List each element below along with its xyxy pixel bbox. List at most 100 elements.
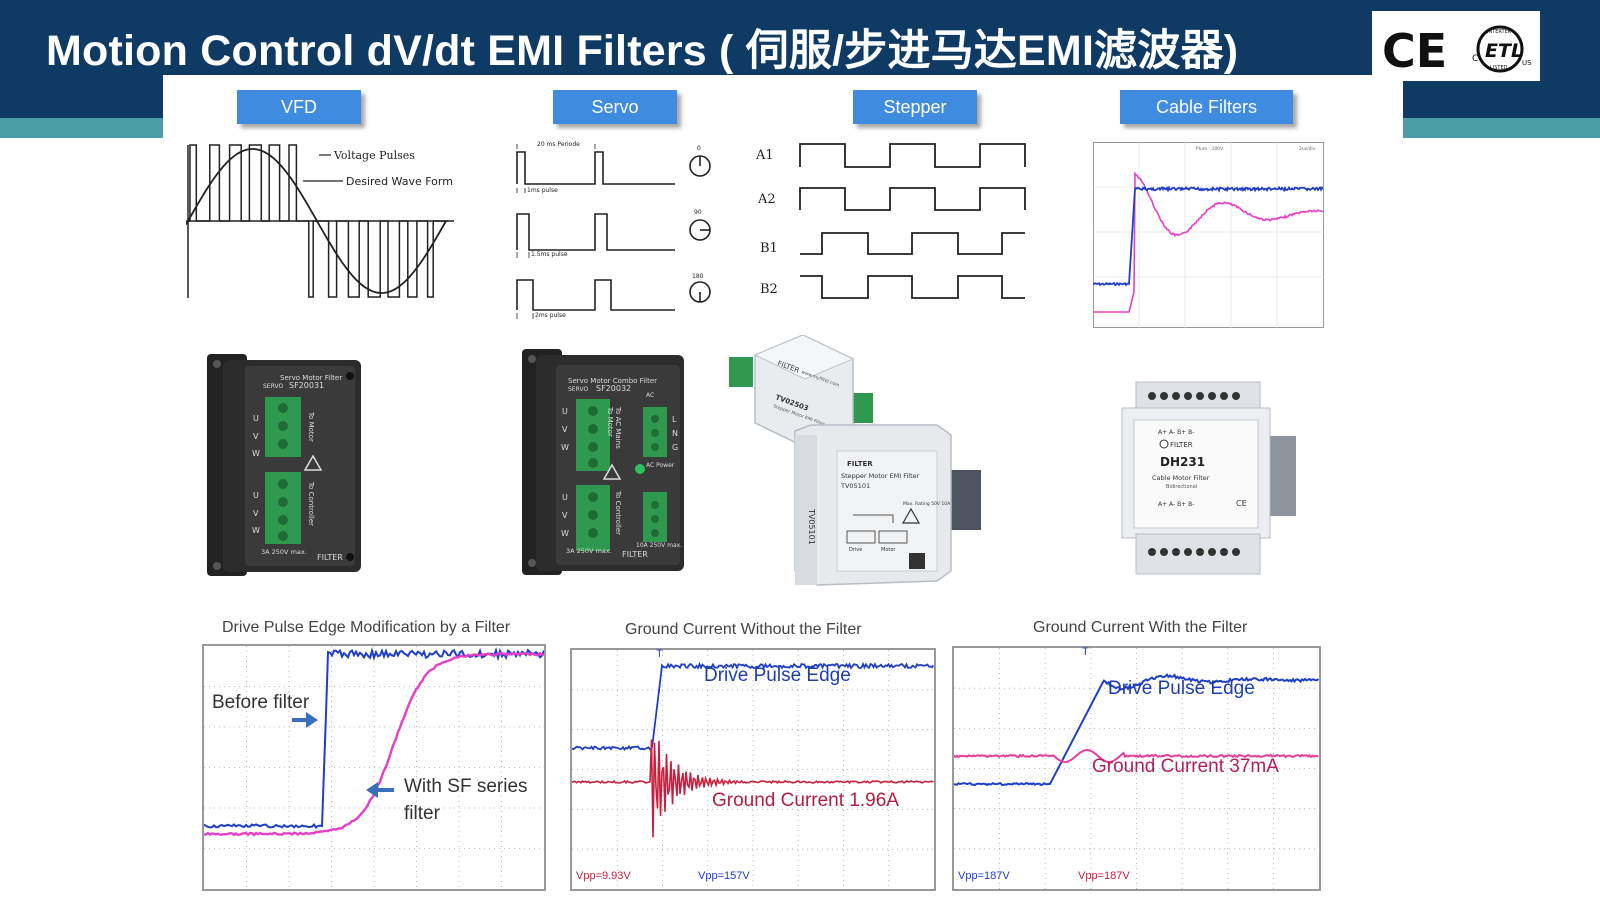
sf20032-rating: 3A 250V max. [566, 547, 612, 555]
dh231-desc2: Bidirectional [1166, 484, 1197, 490]
scope1-canvas [204, 646, 544, 889]
scope1-before-label: Before filter [212, 692, 310, 713]
cable-scope-timebase: 2us/div [1299, 146, 1316, 152]
scope3-readout1: Vpp=187V [958, 870, 1010, 882]
servo-pulse3-label: 2ms pulse [535, 312, 566, 319]
dh231-model: DH231 [1160, 455, 1205, 469]
certification-logo: CE ETL INTERTEK LISTED C US [1372, 11, 1540, 81]
product-stepper-filters: FILTER www.myfilter.com TV02503 Stepper … [729, 335, 981, 586]
scope-ground-with: Drive Pulse Edge Ground Current 37mA Vpp… [952, 646, 1321, 891]
sf20032-ac-n: N [672, 429, 678, 438]
tv05101-desc: Stepper Motor EMI Filter [841, 472, 920, 480]
vfd-pwm-diagram: Voltage Pulses Desired Wave Form [186, 144, 454, 298]
sf20031-pin-u2: U [253, 491, 259, 500]
scope3-canvas [954, 648, 1319, 889]
sf20032-to-controller: To Controller [614, 490, 622, 535]
tv05101-rating: Max. Rating 50V 10A [903, 501, 951, 507]
dh231-brand: FILTER [1170, 441, 1193, 449]
vfd-pulse-train [188, 144, 448, 298]
sf20032-model: SF20032 [596, 384, 631, 393]
sf20032-ac-g: G [672, 443, 678, 452]
vfd-voltage-pulses-label: Voltage Pulses [333, 149, 415, 162]
scope2-drive-label: Drive Pulse Edge [704, 665, 851, 686]
sf20031-servo: SERVO [263, 383, 283, 390]
sf20032-brand: FILTER [622, 550, 648, 559]
scope2-grid [572, 650, 934, 889]
scope-pulse-edge: Before filter With SF series filter [202, 644, 546, 891]
sf20031-pin-w1: W [252, 449, 260, 458]
cable-magenta-trace [1093, 171, 1324, 313]
cable-scope-top-text: Plum : 100V [1196, 146, 1224, 152]
scope2-trigger: T [656, 648, 663, 660]
scope3-ground-label: Ground Current 37mA [1092, 756, 1279, 777]
label-stepper: Stepper [853, 90, 977, 124]
plot2-title: Ground Current Without the Filter [625, 621, 862, 638]
scope1-filter-label: filter [404, 803, 440, 824]
servo-angle2: 90 [694, 209, 702, 216]
dh231-ce: CE [1236, 499, 1247, 508]
sf20032-ac-l: L [672, 415, 677, 424]
servo-pwm-diagram: 20 ms Periode 1ms pulse 1.5ms pulse 2ms … [516, 141, 711, 319]
servo-period-label: 20 ms Periode [537, 141, 580, 148]
scope2-readout1: Vpp=9.93V [576, 870, 631, 882]
sf20031-pin-u1: U [253, 414, 259, 423]
etl-intertek: INTERTEK [1487, 29, 1512, 35]
sf20032-pin-u2: U [562, 493, 568, 502]
scope1-arrow-left-icon [366, 782, 394, 798]
stepper-phase-b2: B2 [760, 282, 778, 297]
etl-mark: ETL [1485, 40, 1523, 62]
scope1-arrow-right-icon [292, 712, 318, 728]
sf20031-title: Servo Motor Filter [280, 374, 342, 382]
etl-listed: LISTED [1490, 65, 1508, 71]
sf20032-title: Servo Motor Combo Filter [568, 377, 657, 385]
cable-blue-trace [1093, 185, 1324, 287]
scope2-drive-trace [572, 661, 934, 751]
sf20032-pin-v1: V [562, 425, 568, 434]
sf20032-rating2: 10A 250V max. [636, 542, 682, 549]
sf20031-model: SF20031 [289, 381, 324, 390]
etl-us: US [1522, 59, 1532, 67]
tv05101-drive: Drive [849, 547, 862, 553]
scope-ground-without: Drive Pulse Edge Ground Current 1.96A Vp… [570, 648, 936, 891]
scope3-trigger: T [1082, 646, 1089, 658]
sf20031-pin-w2: W [252, 526, 260, 535]
product-sf20032: Servo Motor Combo Filter SERVO SF20032 A… [522, 349, 684, 575]
scope2-readout2: Vpp=157V [698, 870, 750, 882]
sf20031-to-motor: To Motor [307, 411, 315, 442]
servo-pulse1-label: 1ms pulse [527, 187, 558, 194]
scope1-with-label: With SF series [404, 776, 528, 797]
scope3-grid [954, 648, 1319, 889]
sf20031-pin-v1: V [253, 432, 259, 441]
scope3-ground-trace [954, 748, 1319, 764]
dh231-pins-top: A+ A- B+ B- [1158, 429, 1194, 436]
scope2-ground-trace [572, 739, 934, 838]
product-sf20031: Servo Motor Filter SERVO SF20031 U V W U… [207, 354, 361, 576]
scope3-drive-trace [954, 673, 1319, 787]
sf20032-pin-w1: W [561, 443, 569, 452]
ce-etl-logo-icon: CE ETL INTERTEK LISTED C US [1382, 24, 1532, 78]
sf20032-pin-u1: U [562, 407, 568, 416]
sf20032-pin-v2: V [562, 511, 568, 520]
stepper-phase-a2: A2 [757, 192, 776, 207]
tv05101-model: TV05101 [840, 482, 870, 490]
sf20032-to-ac-mains: To AC Mains [614, 406, 622, 449]
stepper-phase-a1: A1 [755, 148, 774, 163]
tv05101-motor: Motor [881, 547, 896, 553]
vfd-sine-wave [186, 148, 447, 294]
dh231-desc: Cable Motor Filter [1152, 474, 1210, 482]
dh231-pins-bottom: A+ A- B+ B- [1158, 501, 1194, 508]
servo-angle1: 0 [697, 145, 701, 152]
sf20032-ac-power: AC Power [646, 462, 675, 469]
label-vfd: VFD [237, 90, 361, 124]
scope3-readout2: Vpp=187V [1078, 870, 1130, 882]
servo-pulse2-label: 1.5ms pulse [531, 251, 568, 258]
sf20031-to-controller: To Controller [307, 481, 315, 526]
servo-angle3: 180 [692, 273, 704, 280]
sf20032-to-motor: To Motor [606, 406, 614, 437]
cable-filter-scope: Plum : 100V 2us/div [1093, 142, 1324, 328]
sf20031-pin-v2: V [253, 509, 259, 518]
tv05101-side-model: TV05101 [807, 508, 816, 545]
plot3-title: Ground Current With the Filter [1033, 619, 1248, 636]
tv05101-brand: FILTER [847, 460, 873, 468]
sf20031-rating: 3A 250V max. [261, 548, 307, 556]
